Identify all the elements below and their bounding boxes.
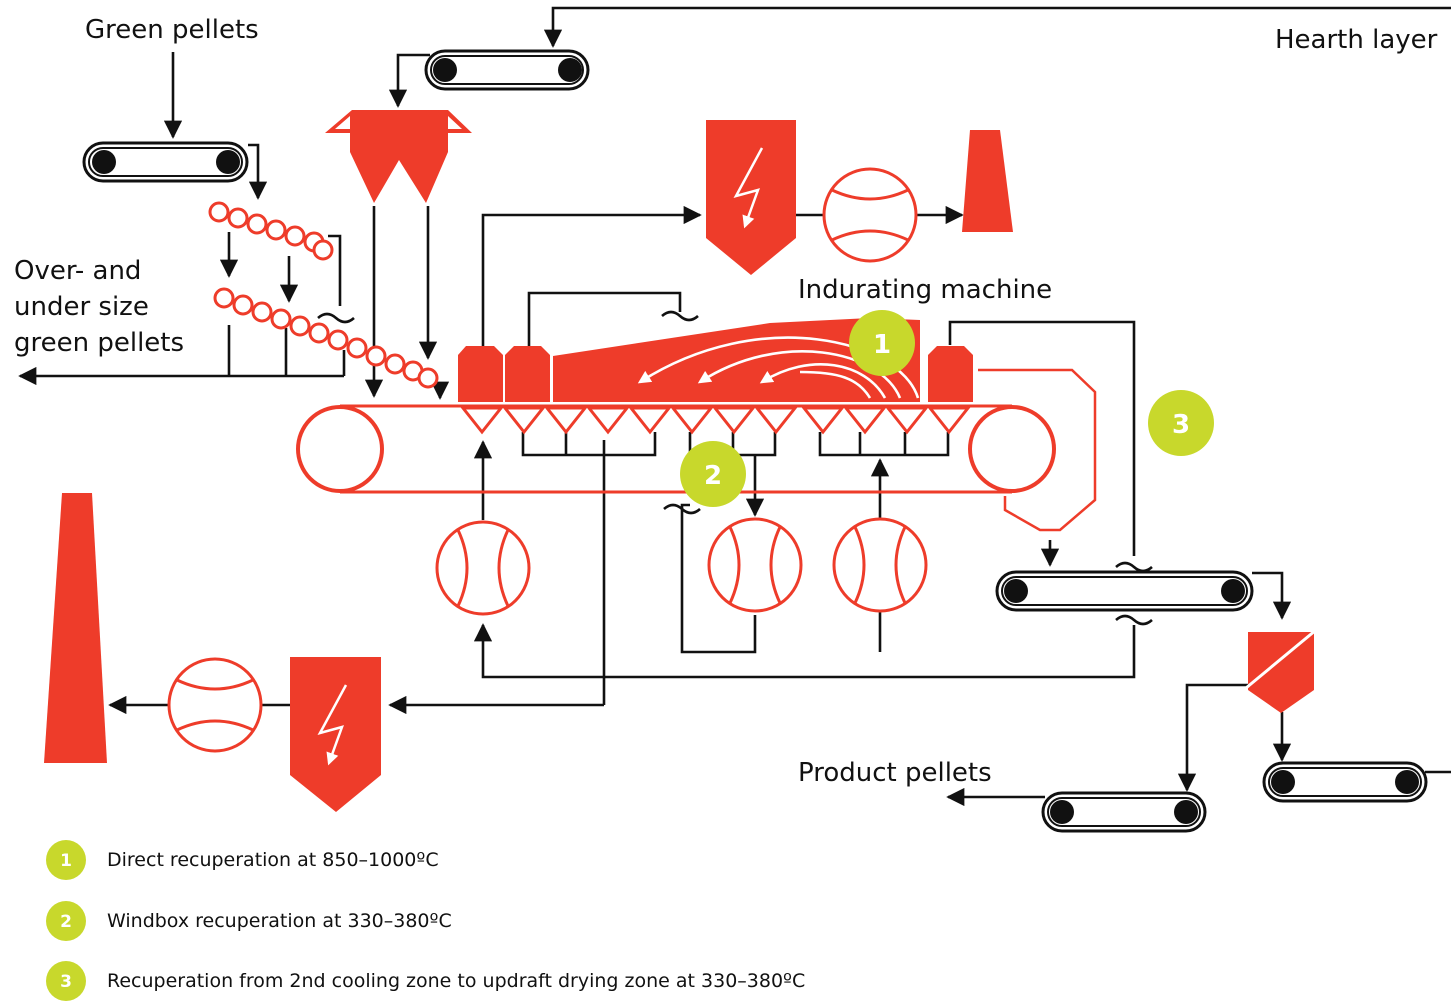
tilde-symbols xyxy=(317,310,1153,626)
tilde-2 xyxy=(661,310,699,322)
legend-item-1: 1 Direct recuperation at 850–1000ºC xyxy=(46,840,439,880)
recirculation-arrows xyxy=(637,336,920,399)
hood-recirculation-line xyxy=(527,291,682,350)
screen-to-product-conveyor-arrow xyxy=(1177,683,1248,792)
tilde-3 xyxy=(663,503,701,515)
legend-badge-2 xyxy=(46,901,86,941)
tilde-5 xyxy=(1115,614,1153,626)
product-pellet-conveyor xyxy=(1041,791,1207,833)
indurating-machine xyxy=(296,318,1097,532)
badge-2-number: 2 xyxy=(704,461,722,491)
badge-3: 3 xyxy=(1148,390,1214,456)
hearth-return-conveyor xyxy=(1262,761,1428,803)
oversize-label-line2: under size xyxy=(14,292,149,322)
legend-item-3: 3 Recuperation from 2nd cooling zone to … xyxy=(46,961,805,1001)
fan-loop-line xyxy=(680,503,757,654)
tilde-1 xyxy=(317,312,355,324)
badge-1: 1 xyxy=(849,310,915,376)
travelling-grate xyxy=(296,404,1056,494)
green-pellet-conveyor xyxy=(82,141,249,183)
conveyor-to-screen-arrow xyxy=(248,143,268,200)
hood-to-esp-top-arrow xyxy=(481,205,702,350)
cooler-recuperation-return-arrow xyxy=(473,623,1136,679)
indurating-machine-label: Indurating machine xyxy=(798,275,1052,305)
stack-top xyxy=(962,130,1013,232)
green-pellets-label: Green pellets xyxy=(85,15,259,45)
badge-3-number: 3 xyxy=(1172,410,1190,440)
cooler-exhaust-duct xyxy=(978,368,1097,532)
diagram-badges: 1 2 3 xyxy=(680,310,1214,507)
legend-text-2: Windbox recuperation at 330–380ºC xyxy=(107,910,452,932)
oversize-label-line1: Over- and xyxy=(14,256,141,286)
fans xyxy=(167,167,928,753)
windbox-manifold-right xyxy=(818,432,950,457)
fan-windbox xyxy=(707,517,803,613)
cooler-exhaust-line xyxy=(948,320,1136,556)
conveyor-to-product-screen-arrow xyxy=(1252,571,1292,620)
legend-badge-1-number: 1 xyxy=(60,851,72,871)
product-screen xyxy=(1245,628,1317,713)
stack-bottom xyxy=(44,493,107,763)
windboxes xyxy=(459,406,972,435)
feed-hopper xyxy=(325,110,472,203)
windbox-manifold-left xyxy=(521,432,657,457)
legend-text-3: Recuperation from 2nd cooling zone to up… xyxy=(107,970,805,992)
hearth-layer-label: Hearth layer xyxy=(1275,25,1438,55)
esp-top xyxy=(706,120,796,275)
legend-badge-3-number: 3 xyxy=(60,972,72,992)
esp-bottom xyxy=(290,657,381,812)
hearth-layer-return-arrow xyxy=(543,6,1451,48)
screen-bracket-line xyxy=(328,234,342,306)
oversize-label-line3: green pellets xyxy=(14,328,184,358)
conveyors xyxy=(82,49,1428,833)
legend-badge-2-number: 2 xyxy=(60,912,72,932)
roller-screen-lower xyxy=(213,287,439,389)
fan-updraft xyxy=(435,520,531,616)
legend: 1 Direct recuperation at 850–1000ºC 2 Wi… xyxy=(46,840,805,1001)
flow-lines xyxy=(18,6,1451,807)
roller-screens xyxy=(208,201,439,389)
fan-cooling xyxy=(832,517,928,613)
badge-2: 2 xyxy=(680,441,746,507)
legend-text-1: Direct recuperation at 850–1000ºC xyxy=(107,849,439,871)
product-pellets-label: Product pellets xyxy=(798,758,992,788)
badge-1-number: 1 xyxy=(873,330,891,360)
conveyor-to-hopper-arrow xyxy=(388,53,430,108)
roller-screen-upper xyxy=(208,201,334,261)
tilde-4 xyxy=(1115,561,1153,573)
fan-top xyxy=(822,167,918,263)
fan-bottom-exhaust xyxy=(167,657,263,753)
legend-badge-3 xyxy=(46,961,86,1001)
legend-badge-1 xyxy=(46,840,86,880)
legend-item-2: 2 Windbox recuperation at 330–380ºC xyxy=(46,901,452,941)
hearth-layer-conveyor xyxy=(424,49,590,91)
cooler-discharge-conveyor xyxy=(995,570,1254,612)
